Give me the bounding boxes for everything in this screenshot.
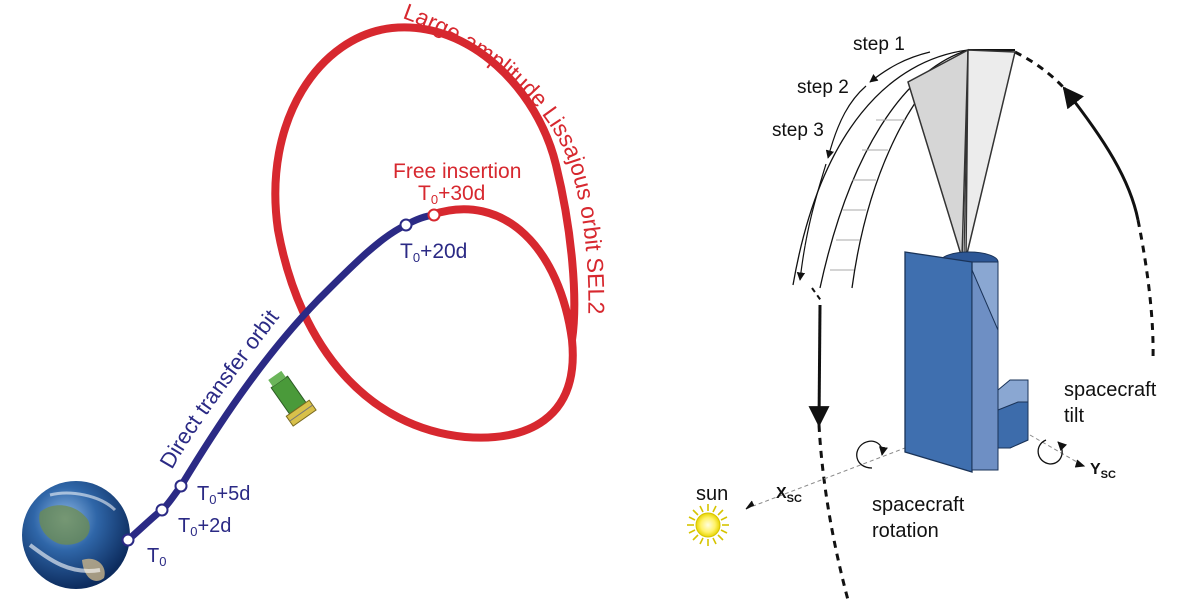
- label-t0-2d: T0+2d: [178, 515, 231, 539]
- label-t0-30d: T0+30d: [418, 182, 485, 207]
- x-axis-label: XSC: [776, 485, 802, 505]
- tilt-label: spacecraft: [1064, 379, 1157, 401]
- step-arrow-3: [796, 163, 827, 281]
- step-2-label: step 2: [797, 77, 849, 98]
- right-panel: step 1 step 2 step 3 spacecraft tilt spa…: [687, 34, 1157, 601]
- sun-icon: [687, 504, 729, 546]
- field-of-view-cone: [907, 48, 1016, 259]
- marker-t0: [121, 533, 135, 547]
- label-t0: T0: [147, 545, 166, 569]
- step-1-label: step 1: [853, 34, 905, 55]
- scan-path-left-dashed: [817, 424, 850, 601]
- label-t0-5d: T0+5d: [197, 483, 250, 507]
- step-arrow-1: [869, 51, 931, 83]
- step-arrow-2: [825, 85, 867, 159]
- left-panel: Large amplitude Lissajous orbit SEL2 Dir…: [22, 0, 609, 589]
- scan-path-right-dashed: [1136, 219, 1155, 361]
- label-t0-20d: T0+20d: [400, 240, 467, 265]
- marker-t0-2d: [155, 503, 169, 517]
- scan-path-left-solid: [808, 304, 830, 428]
- sun-label: sun: [696, 483, 728, 505]
- y-axis-label: YSC: [1090, 461, 1116, 481]
- rotation-label: spacecraft: [872, 494, 965, 516]
- marker-t0-5d: [174, 479, 188, 493]
- lissajous-label-text: Large amplitude Lissajous orbit SEL2: [400, 0, 609, 314]
- earth: [22, 481, 130, 589]
- lissajous-orbit: [271, 23, 579, 442]
- marker-t0-20d: [399, 218, 413, 232]
- time-markers: [121, 208, 441, 547]
- tilt-label-line2: tilt: [1064, 405, 1084, 427]
- marker-t0-30d: [427, 208, 441, 222]
- lissajous-label: Large amplitude Lissajous orbit SEL2: [400, 0, 609, 314]
- free-insertion-label: Free insertion: [393, 160, 521, 183]
- step-3-label: step 3: [772, 120, 824, 141]
- rotation-label-line2: rotation: [872, 520, 939, 542]
- spacecraft-body: [904, 251, 1029, 473]
- tilt-arrow-icon: [1037, 439, 1068, 465]
- arc-hatch: [830, 119, 905, 271]
- spacecraft-icon: [268, 370, 317, 427]
- transfer-label: Direct transfer orbit: [155, 305, 284, 473]
- transfer-label-text: Direct transfer orbit: [155, 305, 284, 473]
- arc-outer: [792, 49, 969, 286]
- scan-path-top-dashed: [1014, 50, 1066, 90]
- scan-path-left-top-dashed: [811, 287, 823, 303]
- rotation-arrow-icon: [856, 440, 888, 469]
- arc-mid: [819, 49, 969, 289]
- scan-path-right-solid: [1062, 86, 1140, 221]
